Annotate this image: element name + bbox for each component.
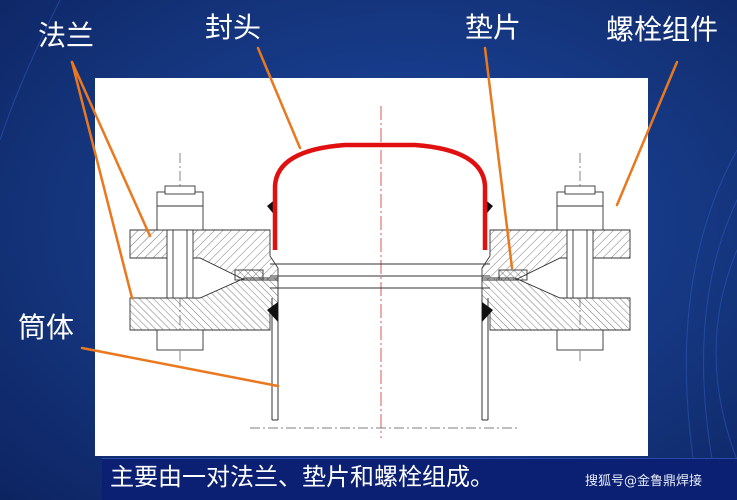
leader-shell bbox=[80, 346, 280, 388]
bolt-left bbox=[156, 185, 204, 351]
label-gasket: 垫片 bbox=[465, 11, 522, 44]
label-head: 封头 bbox=[205, 11, 262, 44]
leader-flange-2 bbox=[70, 60, 134, 300]
label-flange: 法兰 bbox=[38, 19, 95, 52]
flange-diagram bbox=[129, 106, 631, 438]
leader-gasket bbox=[483, 46, 514, 270]
label-shell: 筒体 bbox=[18, 311, 75, 344]
head-outline bbox=[272, 142, 488, 250]
label-bolt-assembly: 螺栓组件 bbox=[606, 13, 719, 46]
caption-bar bbox=[102, 458, 737, 500]
bolt-right bbox=[556, 185, 604, 351]
drawing-panel bbox=[95, 78, 648, 456]
gasket-right bbox=[498, 269, 528, 281]
caption: 主要由一对法兰、垫片和螺栓组成。 bbox=[110, 463, 494, 491]
leader-flange-1 bbox=[70, 60, 152, 238]
leader-bolt bbox=[615, 60, 679, 207]
gasket-left bbox=[234, 269, 264, 281]
leader-head bbox=[256, 46, 302, 150]
watermark: 搜狐号@金鲁鼎焊接 bbox=[585, 474, 703, 489]
